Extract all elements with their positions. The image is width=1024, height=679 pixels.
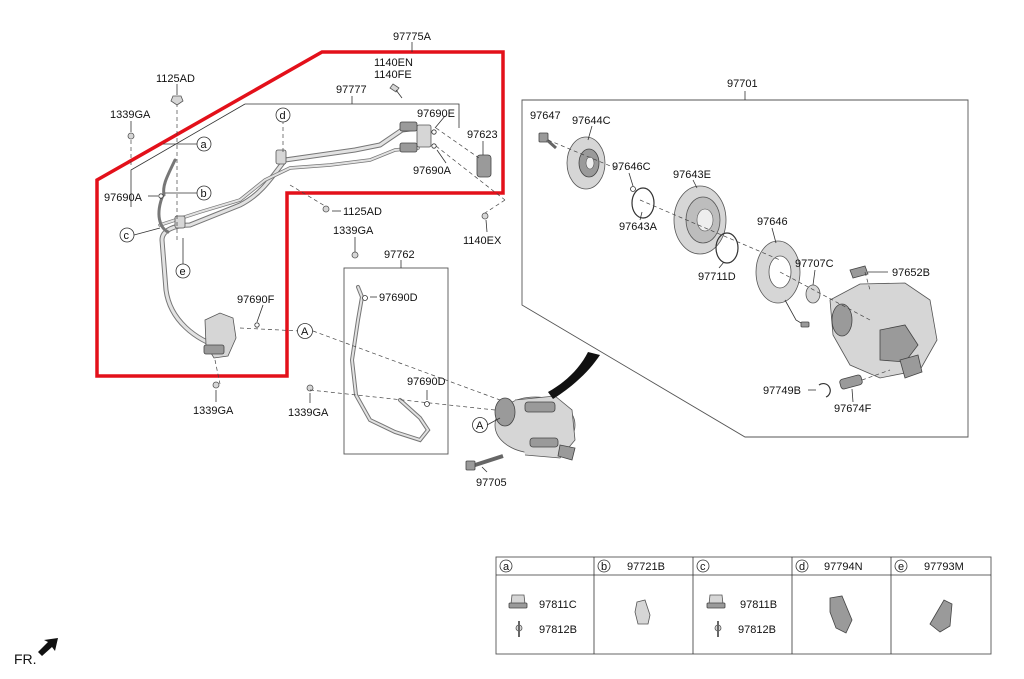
label-1339GA-mid: 1339GA: [333, 225, 374, 237]
callout-A-upper: A: [301, 326, 309, 338]
callout-d: d: [280, 110, 286, 122]
label-97674F: 97674F: [834, 403, 872, 415]
legend-c-item-1: 97811B: [740, 599, 777, 611]
compressor-assembly: [494, 395, 576, 461]
label-1140EN: 1140EN: [374, 57, 413, 69]
label-97647: 97647: [530, 110, 561, 122]
label-97701: 97701: [727, 78, 758, 90]
label-1339GA-top: 1339GA: [110, 109, 151, 121]
suction-hose-assembly: [157, 121, 432, 359]
label-1339GA-bl: 1339GA: [193, 405, 234, 417]
cap-97623: [476, 154, 492, 178]
front-direction-indicator: FR.: [14, 638, 58, 667]
label-97711D: 97711D: [698, 271, 736, 283]
legend-key-e: e: [898, 561, 904, 573]
label-97749B: 97749B: [763, 385, 801, 397]
label-97690A-left: 97690A: [104, 192, 143, 204]
label-97690D-top: 97690D: [379, 292, 418, 304]
label-97643A: 97643A: [619, 221, 658, 233]
label-1140EX: 1140EX: [463, 235, 502, 247]
label-1140FE: 1140FE: [374, 69, 412, 81]
discharge-hose: [349, 285, 431, 443]
label-97644C: 97644C: [572, 115, 611, 127]
label-97652B: 97652B: [892, 267, 930, 279]
callout-e: e: [180, 266, 186, 278]
legend-key-d: d: [799, 561, 805, 573]
legend-key-b: b: [601, 561, 607, 573]
callout-A-lower: A: [476, 420, 484, 432]
bracket-97777: [245, 103, 460, 128]
highlight-outline: [95, 50, 505, 378]
callouts: a b c d e A A: [119, 107, 501, 433]
legend-key-a: a: [503, 561, 510, 573]
label-97623: 97623: [467, 129, 498, 141]
label-97690E: 97690E: [417, 108, 455, 120]
front-label: FR.: [14, 651, 37, 667]
legend-table: a b 97721B c d 97794N e 97793M 97811C 97…: [495, 556, 992, 655]
label-97646: 97646: [757, 216, 788, 228]
legend-title-e: 97793M: [924, 561, 964, 573]
box-97762: [343, 267, 449, 455]
callout-a: a: [201, 139, 208, 151]
legend-a-item-2: 97812B: [539, 624, 577, 636]
callout-b: b: [201, 188, 207, 200]
label-97707C: 97707C: [795, 258, 834, 270]
legend-title-d: 97794N: [824, 561, 863, 573]
label-1339GA-bc: 1339GA: [288, 407, 329, 419]
label-97690A-right: 97690A: [413, 165, 452, 177]
box-97701: [521, 99, 969, 438]
legend-key-c: c: [700, 561, 706, 573]
label-1125AD-mid: 1125AD: [343, 206, 382, 218]
label-97705: 97705: [476, 477, 507, 489]
label-97646C: 97646C: [612, 161, 651, 173]
label-1125AD-top: 1125AD: [156, 73, 195, 85]
part-labels: 97775A 1140EN 1140FE 1125AD 97777 1339GA…: [104, 31, 930, 489]
label-97643E: 97643E: [673, 169, 711, 181]
legend-a-item-1: 97811C: [539, 599, 577, 611]
label-97775A: 97775A: [393, 31, 432, 43]
label-97762: 97762: [384, 249, 415, 261]
legend-c-item-2: 97812B: [738, 624, 776, 636]
bolt-97705: [465, 454, 504, 471]
label-97690D-bot: 97690D: [407, 376, 446, 388]
legend-title-b: 97721B: [627, 561, 665, 573]
label-97690F: 97690F: [237, 294, 275, 306]
front-arrow-icon: [38, 638, 58, 656]
label-97777: 97777: [336, 84, 367, 96]
compressor-exploded-parts: [538, 132, 938, 398]
detail-pointer-arrow: [548, 352, 600, 399]
callout-c: c: [124, 230, 130, 242]
